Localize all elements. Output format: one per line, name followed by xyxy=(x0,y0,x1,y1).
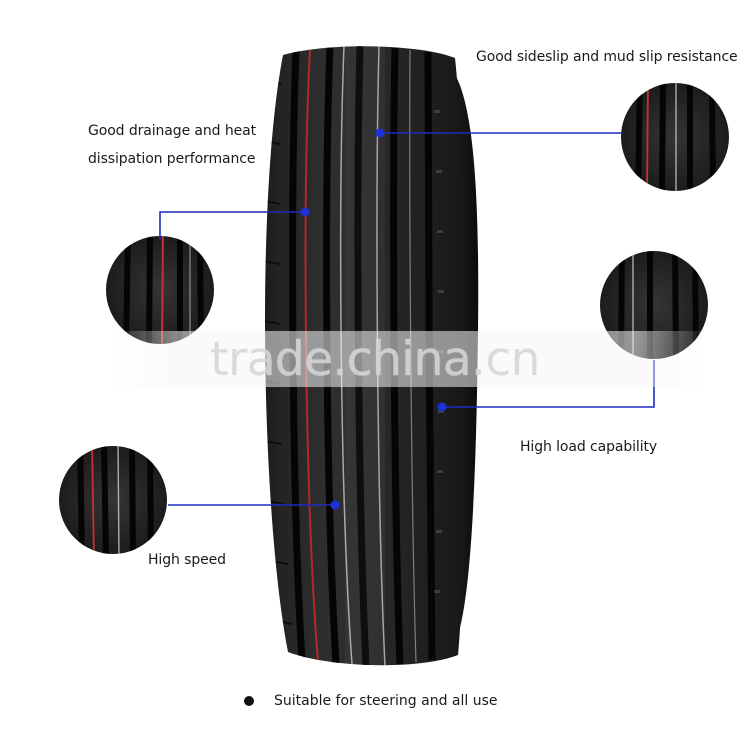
feature-label-sideslip: Good sideslip and mud slip resistance xyxy=(476,49,738,65)
callout-dot-drainage xyxy=(300,207,310,217)
footer-text: Suitable for steering and all use xyxy=(274,693,498,709)
callout-dot-sideslip xyxy=(375,128,385,138)
callout-dot-load xyxy=(437,402,447,412)
zoom-detail-sideslip xyxy=(620,82,730,192)
footer-note: Suitable for steering and all use xyxy=(244,687,498,715)
callout-dots xyxy=(300,128,447,510)
callout-line-drainage xyxy=(159,211,305,240)
feature-label-drainage: Good drainage and heat dissipation perfo… xyxy=(88,123,256,167)
feature-label-load: High load capability xyxy=(520,439,658,455)
feature-label-speed: High speed xyxy=(148,552,226,568)
bullet-icon xyxy=(244,696,254,706)
zoom-detail-load xyxy=(599,250,709,360)
zoom-detail-speed xyxy=(58,445,168,555)
tire-tread xyxy=(265,46,466,666)
zoom-detail-drainage xyxy=(105,235,215,345)
callout-dot-speed xyxy=(330,500,340,510)
